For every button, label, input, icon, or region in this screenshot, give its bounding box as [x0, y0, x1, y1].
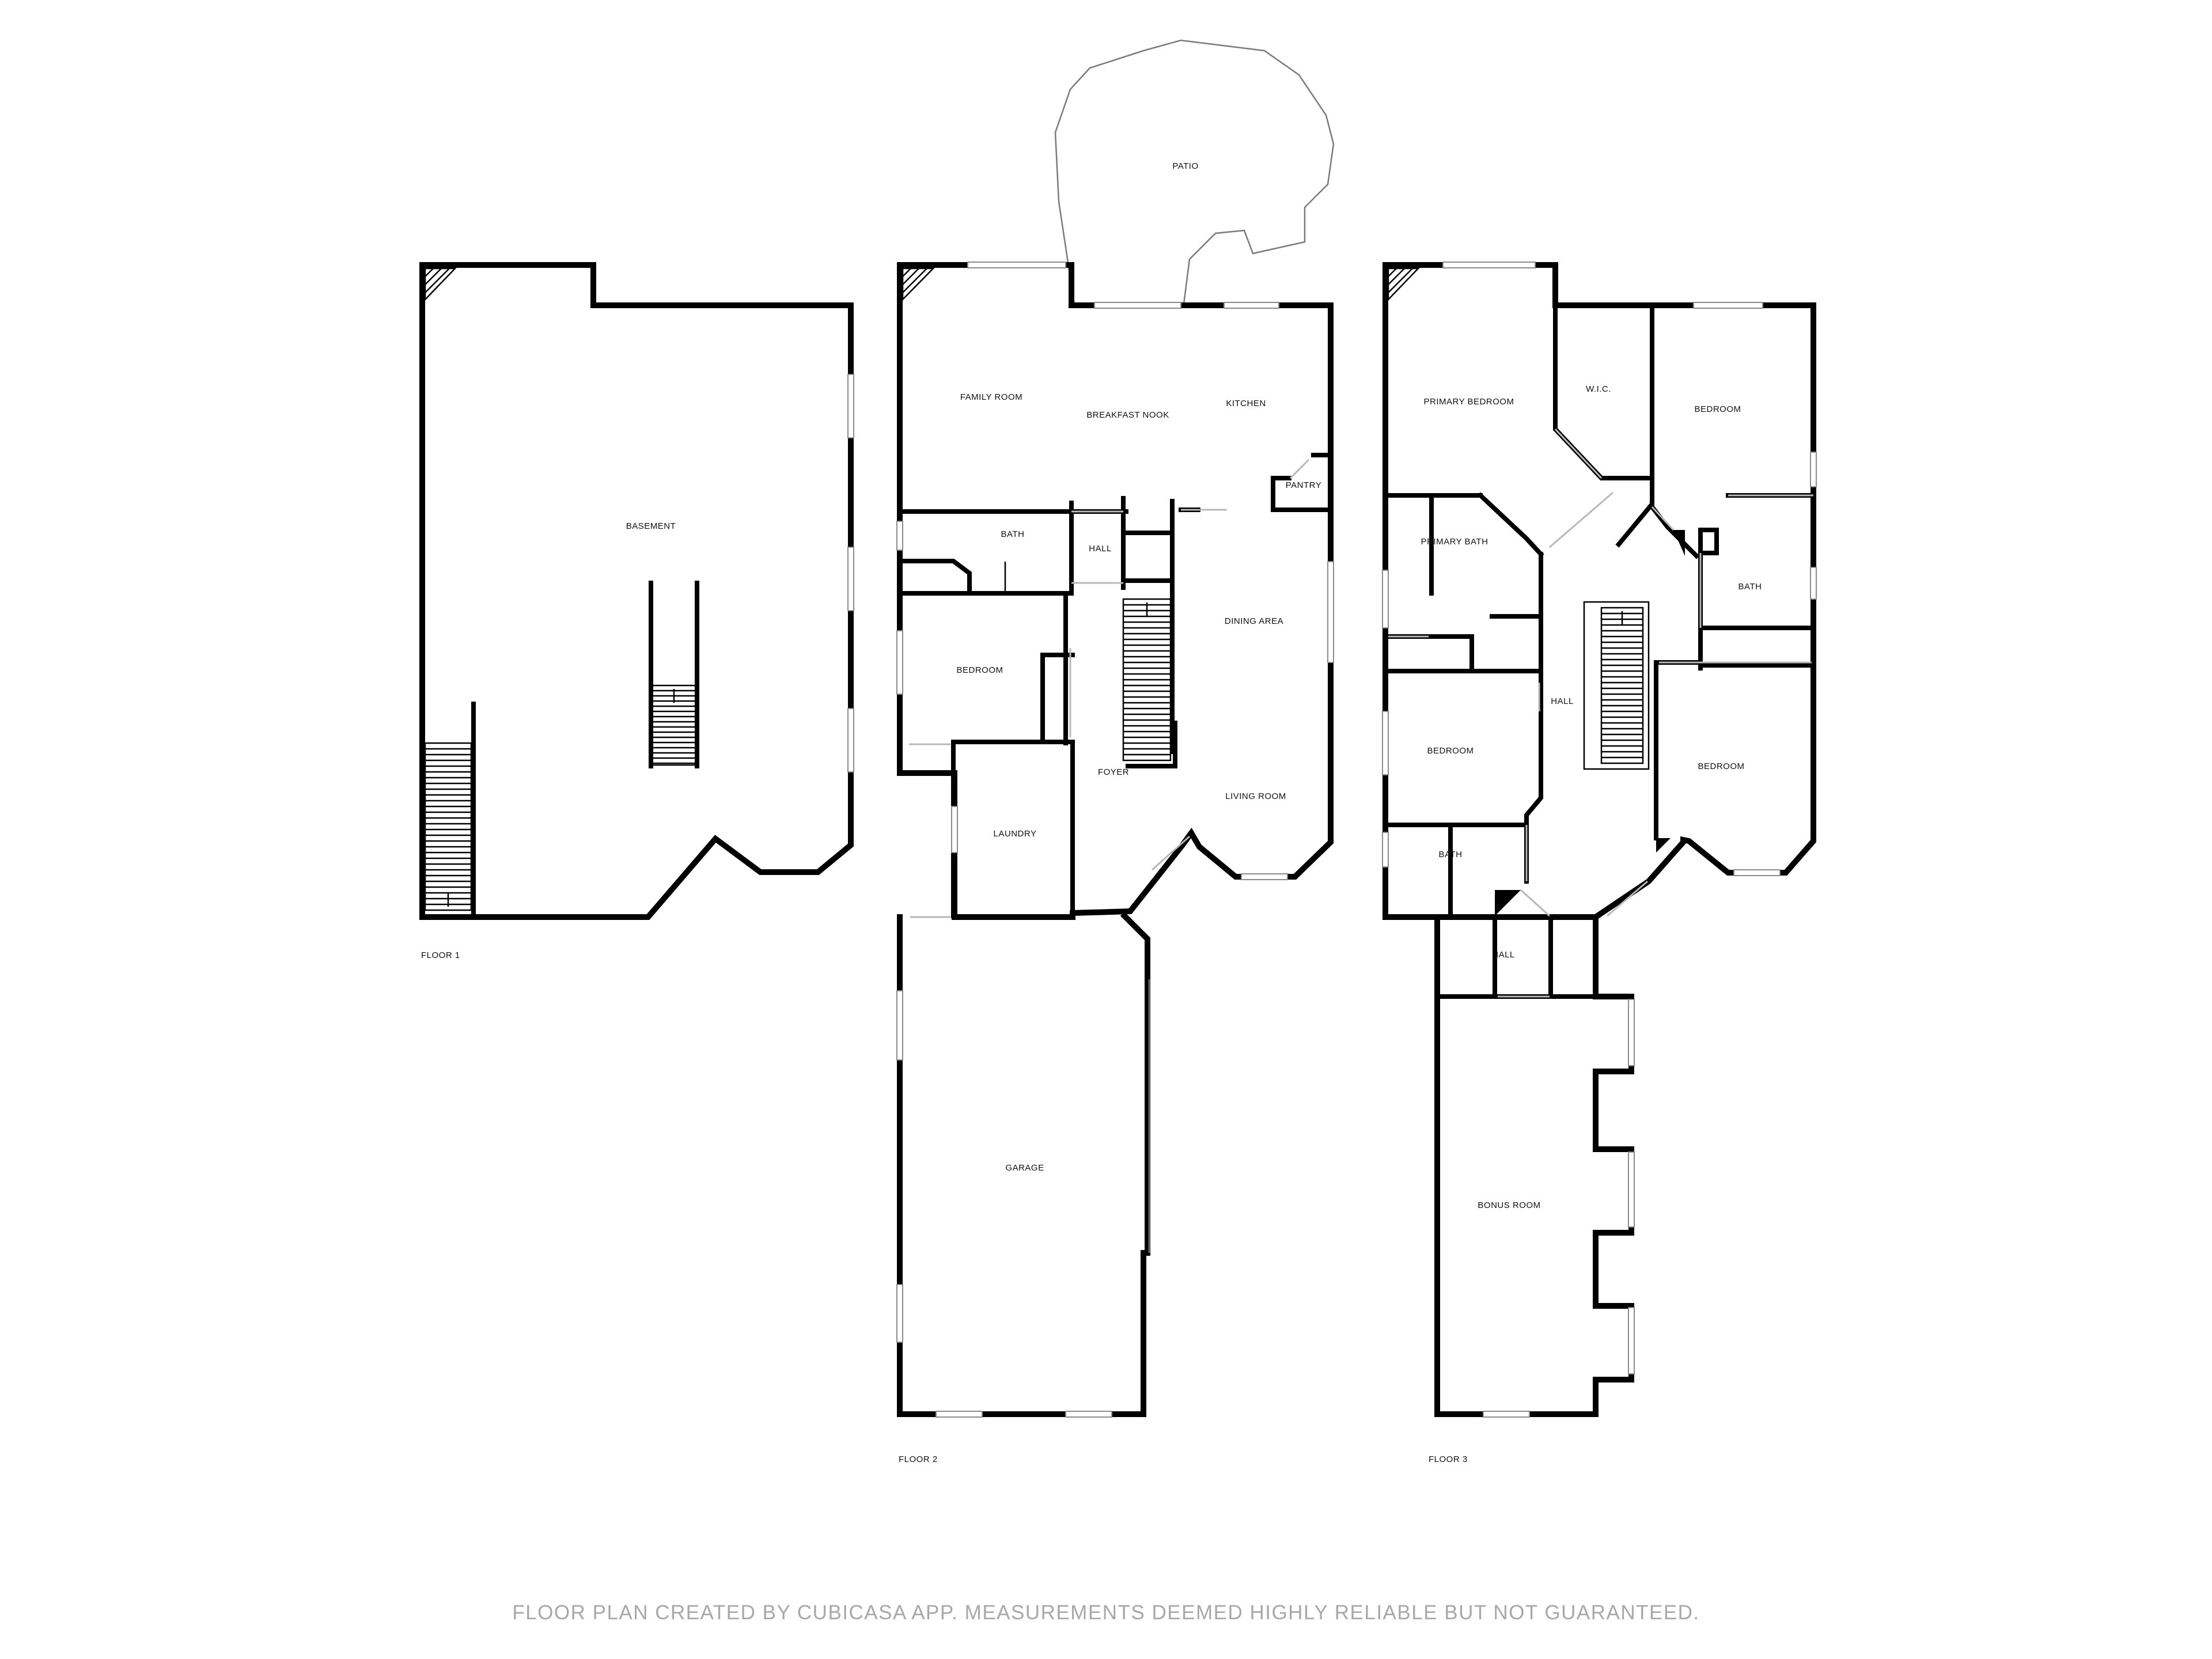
patio-outline — [1054, 39, 1335, 305]
stairs-center — [650, 684, 698, 766]
floor-3-interior-walls — [1383, 303, 1816, 919]
room-dining-area: DINING AREA — [1225, 616, 1283, 626]
floor-1: BASEMENT FLOOR 1 — [419, 262, 854, 960]
room-garage: GARAGE — [1005, 1163, 1044, 1173]
floor-1-outline — [419, 262, 854, 920]
room-bedroom-west: BEDROOM — [1427, 746, 1474, 756]
footer-disclaimer: FLOOR PLAN CREATED BY CUBICASA APP. MEAS… — [512, 1601, 1700, 1624]
stairs-foyer — [1122, 598, 1172, 762]
stairs-upper — [1600, 607, 1644, 764]
room-bath: BATH — [1001, 529, 1025, 539]
floor-2-label: FLOOR 2 — [899, 1455, 938, 1464]
stair-frame — [650, 684, 698, 766]
room-patio: PATIO — [1172, 161, 1198, 171]
room-bedroom-east: BEDROOM — [1698, 762, 1744, 771]
floor-3-hall-walls — [1493, 890, 1553, 999]
stair-well — [1583, 601, 1650, 770]
fireplace — [424, 267, 457, 302]
room-bedroom-northeast: BEDROOM — [1694, 404, 1741, 414]
floor-2-interior-walls — [897, 453, 1333, 919]
bonus-wing-outline — [1434, 914, 1634, 1417]
room-hall-small: HALL — [1492, 950, 1515, 960]
room-family-room: FAMILY ROOM — [960, 392, 1022, 402]
window — [847, 374, 854, 438]
room-bath-east: BATH — [1738, 582, 1762, 592]
room-laundry: LAUNDRY — [994, 829, 1037, 839]
room-pantry: PANTRY — [1286, 480, 1321, 490]
room-bedroom: BEDROOM — [956, 665, 1003, 675]
fireplace — [902, 267, 935, 302]
room-bath-west: BATH — [1439, 850, 1463, 859]
room-bonus-room: BONUS ROOM — [1478, 1200, 1540, 1210]
room-primary-bath: PRIMARY BATH — [1421, 537, 1488, 547]
room-wic: W.I.C. — [1586, 384, 1611, 394]
floor-2-main-outline — [897, 262, 1334, 920]
room-hall: HALL — [1089, 544, 1112, 554]
window — [847, 708, 854, 772]
floor-2: PATIO FAMILY ROOM BREAKFAST NOOK KITCHEN… — [896, 39, 1335, 1464]
floor-3-label: FLOOR 3 — [1429, 1455, 1468, 1464]
floor-1-label: FLOOR 1 — [421, 950, 460, 960]
floor-2-doors — [909, 459, 1310, 918]
room-basement: BASEMENT — [626, 521, 676, 531]
room-hall-main: HALL — [1551, 696, 1574, 706]
floor-3: PRIMARY BEDROOM W.I.C. BEDROOM PRIMARY B… — [1382, 262, 1817, 1464]
floor-2-windows — [896, 262, 1334, 1418]
floor-3-windows — [1382, 262, 1817, 1418]
room-living-room: LIVING ROOM — [1225, 791, 1286, 801]
room-foyer: FOYER — [1098, 767, 1129, 777]
fireplace — [1387, 267, 1420, 302]
garage-outline — [897, 911, 1150, 1417]
room-breakfast-nook: BREAKFAST NOOK — [1086, 410, 1169, 420]
floor-3-doors — [1388, 428, 1813, 998]
window — [847, 547, 854, 611]
room-kitchen: KITCHEN — [1226, 399, 1266, 408]
stair-frame — [1600, 607, 1644, 764]
stairs-west — [424, 742, 472, 911]
stair-frame — [424, 742, 472, 911]
room-primary-bedroom: PRIMARY BEDROOM — [1424, 397, 1514, 407]
